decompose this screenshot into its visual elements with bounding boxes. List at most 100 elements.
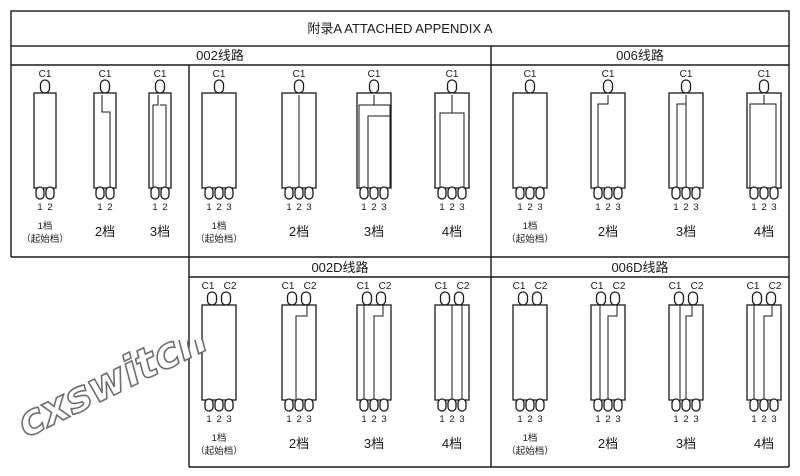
position-label: 3档 [676, 436, 696, 451]
top-lug [439, 291, 451, 306]
position-label: 1档 [523, 220, 538, 232]
pin-label: 1 [439, 414, 444, 425]
pin-label: 3 [771, 414, 776, 425]
bottom-pin [437, 186, 447, 200]
wiring-line [685, 305, 693, 399]
bottom-pin [45, 186, 55, 200]
top-lug [206, 291, 218, 306]
contact-label: C2 [691, 281, 704, 292]
wiring-line [749, 95, 765, 188]
bottom-pin [150, 186, 160, 200]
bottom-pin [681, 186, 691, 200]
bottom-pin [603, 186, 613, 200]
pin-label: 1 [361, 202, 366, 213]
position-label: 2档 [289, 224, 309, 239]
pin-label: 1 [517, 202, 522, 213]
bottom-pin [769, 186, 779, 200]
appendix-title: 附录A ATTACHED APPENDIX A [307, 21, 493, 36]
top-lug [453, 291, 465, 306]
contact-label: C1 [680, 69, 693, 80]
bottom-pin [224, 398, 234, 412]
bottom-pin [284, 186, 294, 200]
bottom-pin [671, 186, 681, 200]
top-lug [99, 79, 111, 94]
pin-label: 2 [162, 202, 167, 213]
contact-label: C2 [769, 281, 782, 292]
contact-label: C2 [304, 281, 317, 292]
panel-title-002: 002线路 [196, 48, 244, 63]
contact-label: C1 [758, 69, 771, 80]
position-label: 4档 [442, 436, 462, 451]
bottom-pin [359, 186, 369, 200]
wiring-line [439, 112, 452, 188]
wiring-line [764, 103, 777, 188]
contact-label: C1 [591, 281, 604, 292]
bottom-pin [214, 398, 224, 412]
pin-label: 1 [751, 202, 756, 213]
top-lug [758, 79, 770, 94]
switch-body [590, 92, 626, 189]
pin-label: 1 [595, 414, 600, 425]
bottom-pin [105, 186, 115, 200]
position-sublabel: （起始档） [21, 233, 69, 245]
pin-label: 1 [286, 202, 291, 213]
bottom-pin [447, 186, 457, 200]
bottom-pin [284, 398, 294, 412]
top-lug [673, 291, 685, 306]
pin-label: 3 [226, 202, 231, 213]
position-label: 3档 [364, 436, 384, 451]
pin-label: 1 [439, 202, 444, 213]
contact-label: C2 [457, 281, 470, 292]
pin-label: 2 [683, 202, 688, 213]
pin-label: 3 [306, 414, 311, 425]
switch-body [512, 92, 548, 189]
bottom-pin [95, 186, 105, 200]
wiring-line [373, 305, 384, 399]
switch-body [281, 304, 317, 401]
bottom-pin [214, 186, 224, 200]
position-label: 4档 [754, 224, 774, 239]
wiring-line [676, 95, 687, 188]
contact-label: C1 [513, 281, 526, 292]
pin-label: 3 [381, 414, 386, 425]
top-lug [300, 291, 312, 306]
switch-body [93, 92, 117, 189]
pin-label: 3 [459, 414, 464, 425]
top-lug [680, 79, 692, 94]
bottom-pin [759, 186, 769, 200]
bottom-pin [304, 186, 314, 200]
pin-label: 1 [751, 414, 756, 425]
top-lug [220, 291, 232, 306]
position-label: 3档 [150, 224, 170, 239]
pin-label: 3 [537, 202, 542, 213]
top-lug [517, 291, 529, 306]
pin-label: 1 [595, 202, 600, 213]
pin-label: 3 [381, 202, 386, 213]
bottom-pin [691, 186, 701, 200]
switch-body [148, 92, 172, 189]
top-lug [765, 291, 777, 306]
bottom-pin [369, 398, 379, 412]
bottom-pin [379, 398, 389, 412]
bottom-pin [593, 186, 603, 200]
pin-label: 2 [605, 414, 610, 425]
top-lug [524, 79, 536, 94]
position-label: 1档 [38, 220, 53, 232]
pin-label: 1 [673, 202, 678, 213]
top-lug [751, 291, 763, 306]
pin-label: 3 [615, 202, 620, 213]
pin-label: 3 [459, 202, 464, 213]
contact-label: C1 [39, 69, 52, 80]
pin-label: 3 [306, 202, 311, 213]
position-label: 1档 [212, 432, 227, 444]
panel-title-006: 006线路 [616, 48, 664, 63]
contact-label: C2 [224, 281, 237, 292]
bottom-pin [515, 186, 525, 200]
